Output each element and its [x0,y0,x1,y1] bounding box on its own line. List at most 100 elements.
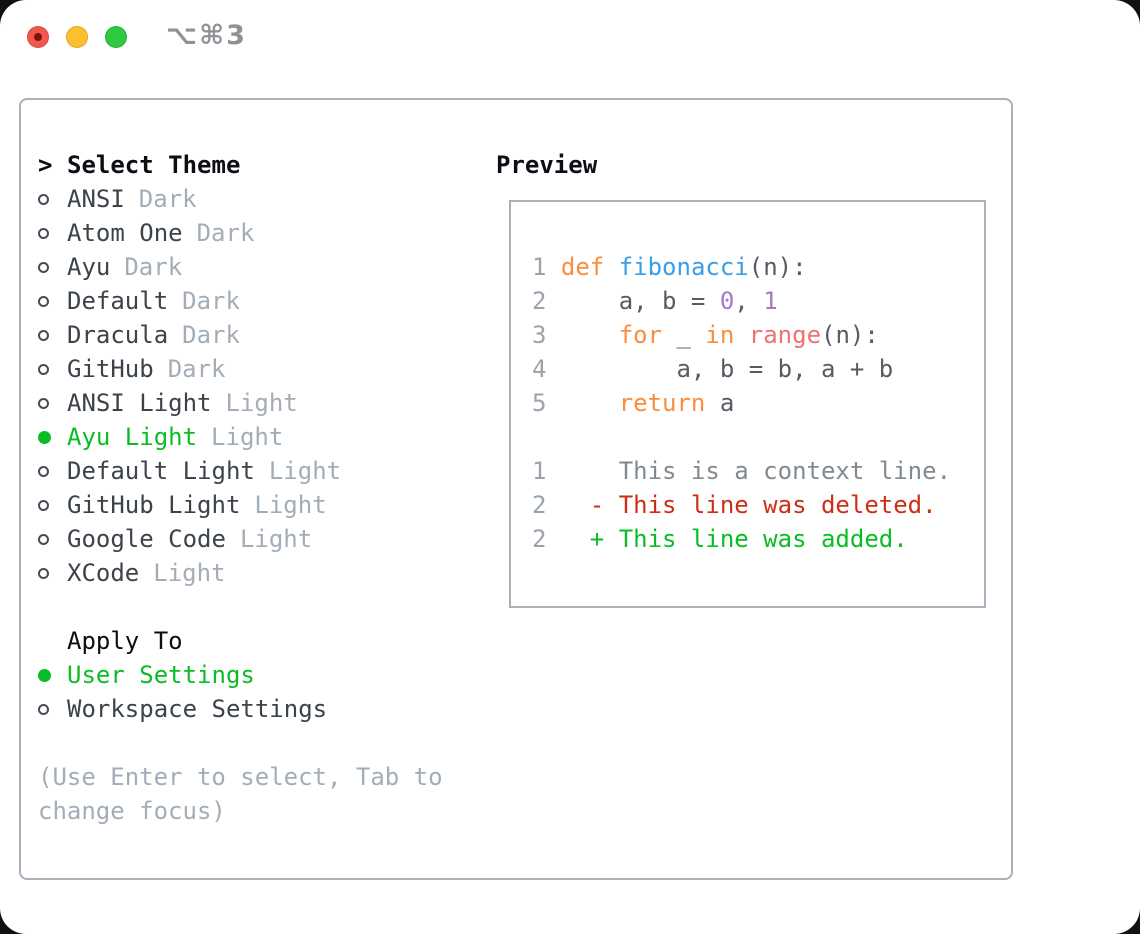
code-token: , [734,287,764,315]
preview-header: Preview [496,148,597,182]
apply-to-header: Apply To [38,624,443,658]
code-token [604,253,618,281]
option-label: Workspace Settings [67,695,328,723]
radio-selected-icon [38,668,67,682]
radio-unselected-icon [38,261,67,273]
code-line: 4 a, b = b, a + b [532,352,951,386]
radio-unselected-icon [38,703,67,715]
zoom-button[interactable] [105,26,127,48]
option-label: ANSI [67,185,125,213]
minimize-button[interactable] [66,26,88,48]
code-token: This is a context line. [560,457,952,485]
line-number: 2 [532,491,547,519]
variant-tag: Dark [182,321,240,349]
variant-tag: Light [211,423,284,451]
radio-selected-icon [38,430,67,444]
option-theme-ansi[interactable]: ANSI Dark [38,182,443,216]
radio-unselected-icon [38,363,67,375]
radio-unselected-icon [38,295,67,307]
code-token: range [748,321,822,349]
preview-label: Preview [496,151,598,179]
unsaved-dot-icon [34,33,42,41]
code-token [561,321,619,349]
code-token: fibonacci [618,253,749,281]
option-theme-github-light[interactable]: GitHub Light Light [38,488,443,522]
spacer-row [38,590,443,624]
code-token: - This line was deleted. [560,491,937,519]
line-number: 2 [532,525,547,553]
line-number: 3 [532,321,547,349]
option-label: XCode [67,559,140,587]
option-theme-default-light[interactable]: Default Light Light [38,454,443,488]
code-token: return [618,389,706,417]
line-number: 1 [532,457,547,485]
option-label: GitHub Light [67,491,241,519]
code-line: 1 def fibonacci(n): [532,250,951,284]
spacer-row [38,726,443,760]
variant-tag: Dark [138,185,197,213]
radio-unselected-icon [38,465,67,477]
option-label: ANSI Light [67,389,212,417]
select-theme-label: Select Theme [67,151,241,179]
code-token: in [705,321,735,349]
code-line: 3 for _ in range(n): [532,318,951,352]
option-apply-workspace-settings[interactable]: Workspace Settings [38,692,443,726]
radio-unselected-icon [38,227,67,239]
prompt-icon: > [38,151,53,179]
option-label: Google Code [67,525,226,553]
code-token [734,321,748,349]
code-token: a [705,389,735,417]
code-line: 2 a, b = 0, 1 [532,284,951,318]
select-theme-header: > Select Theme [38,148,443,182]
code-token: (n): [821,321,879,349]
radio-unselected-icon [38,329,67,341]
variant-tag: Light [268,457,342,485]
option-label: Dracula [67,321,169,349]
code-token: 1 [763,287,778,315]
titlebar: ⌥⌘3 [0,0,1140,74]
keyboard-hint: (Use Enter to select, Tab to change focus… [38,760,443,828]
code-token: a, b = b, a + b [560,355,894,383]
variant-tag: Dark [167,355,226,383]
option-apply-user-settings[interactable]: User Settings [38,658,443,692]
close-button[interactable] [27,26,49,48]
code-token: def [560,253,605,281]
line-number: 4 [532,355,547,383]
variant-tag: Light [254,491,327,519]
code-token [561,389,619,417]
line-number: 5 [532,389,547,417]
radio-unselected-icon [38,533,67,545]
code-line [532,420,951,454]
apply-to-label: Apply To [67,627,183,655]
code-token: (n): [748,253,807,281]
option-label: Atom One [67,219,183,247]
hint-line: change focus) [38,797,226,825]
window-title: ⌥⌘3 [166,20,247,51]
option-theme-xcode[interactable]: XCode Light [38,556,443,590]
line-number: 2 [532,287,547,315]
line-number: 1 [532,253,547,281]
code-line: 1 This is a context line. [532,454,951,488]
code-line: 5 return a [532,386,951,420]
code-line: 2 + This line was added. [532,522,951,556]
code-token: 0 [719,287,735,315]
hint-line: (Use Enter to select, Tab to [38,763,443,791]
variant-tag: Dark [124,253,183,281]
option-theme-dracula[interactable]: Dracula Dark [38,318,443,352]
variant-tag: Light [153,559,226,587]
radio-unselected-icon [38,193,67,205]
code-token: + This line was added. [560,525,908,553]
option-label: Default Light [67,457,255,485]
